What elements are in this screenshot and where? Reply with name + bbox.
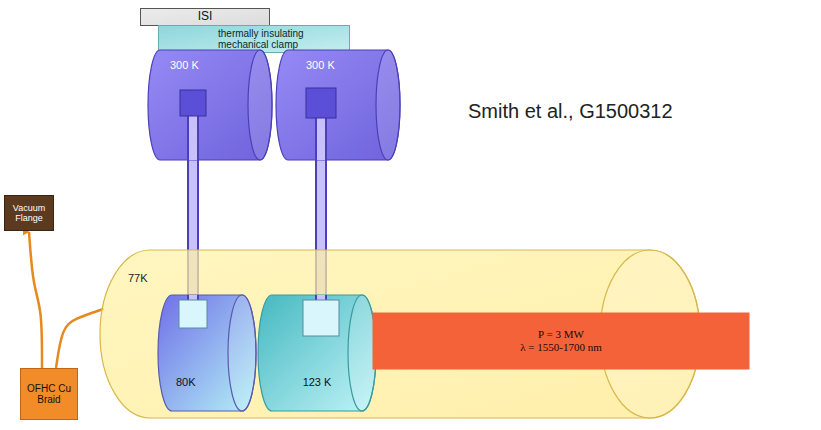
vacuum-flange: Vacuum Flange	[4, 195, 54, 231]
cylinder-body	[276, 50, 400, 160]
citation-label: Smith et al., G1500312	[468, 100, 673, 123]
cylinder-body	[148, 50, 272, 160]
cylinder-outline	[158, 295, 256, 411]
cylinder-outline	[276, 50, 400, 160]
strut-outline	[187, 295, 199, 300]
strut	[317, 118, 325, 160]
test-mass-cylinder: 123 K	[258, 295, 376, 411]
node-text: 77K	[128, 272, 148, 285]
node-text: ISI	[198, 10, 213, 24]
strut-outline	[187, 116, 199, 160]
cylinder-end	[348, 295, 376, 411]
copper-braid	[56, 309, 104, 368]
cylinder-body	[258, 295, 376, 411]
stage-cylinder: 300 K	[276, 50, 400, 160]
strut	[189, 116, 197, 160]
cylinder-outline	[258, 295, 376, 411]
mount-block	[306, 88, 336, 118]
strut	[189, 295, 197, 300]
mount-block	[180, 90, 206, 116]
node-text: 123 K	[303, 376, 332, 389]
braid-box: OFHC Cu Braid	[20, 368, 78, 420]
mount-block	[303, 300, 339, 336]
cylinder-body	[158, 295, 256, 411]
clamp-box: thermally insulating mechanical clamp	[158, 25, 350, 53]
node-text: thermally insulating mechanical clamp	[218, 28, 346, 51]
cylinder-end	[228, 295, 256, 411]
node-text: OFHC Cu Braid	[23, 383, 75, 406]
box-fill	[159, 26, 350, 53]
cylinder-end	[248, 50, 272, 160]
stage-cylinder: 300 K	[148, 50, 272, 160]
test-mass-cylinder: 80K	[158, 295, 256, 411]
mount-block	[179, 300, 207, 328]
box-fill	[21, 369, 78, 420]
strut-outline	[315, 118, 327, 160]
strut-outline	[315, 295, 327, 300]
cylinder-end	[376, 50, 400, 160]
laser-beam: P = 3 MWλ = 1550-1700 nm	[372, 312, 750, 370]
isi-platform: ISI	[140, 8, 270, 26]
box-fill	[141, 9, 270, 26]
box-fill	[373, 313, 750, 370]
box-fill	[5, 196, 54, 231]
node-text: P = 3 MW	[538, 328, 584, 341]
node-text: 300 K	[170, 59, 199, 72]
cylinder-outline	[148, 50, 272, 160]
copper-braid	[29, 232, 42, 368]
node-text: 300 K	[306, 59, 335, 72]
node-text: Vacuum Flange	[7, 203, 51, 224]
strut	[317, 295, 325, 300]
node-text: λ = 1550-1700 nm	[520, 341, 602, 354]
node-text: 80K	[176, 376, 196, 389]
